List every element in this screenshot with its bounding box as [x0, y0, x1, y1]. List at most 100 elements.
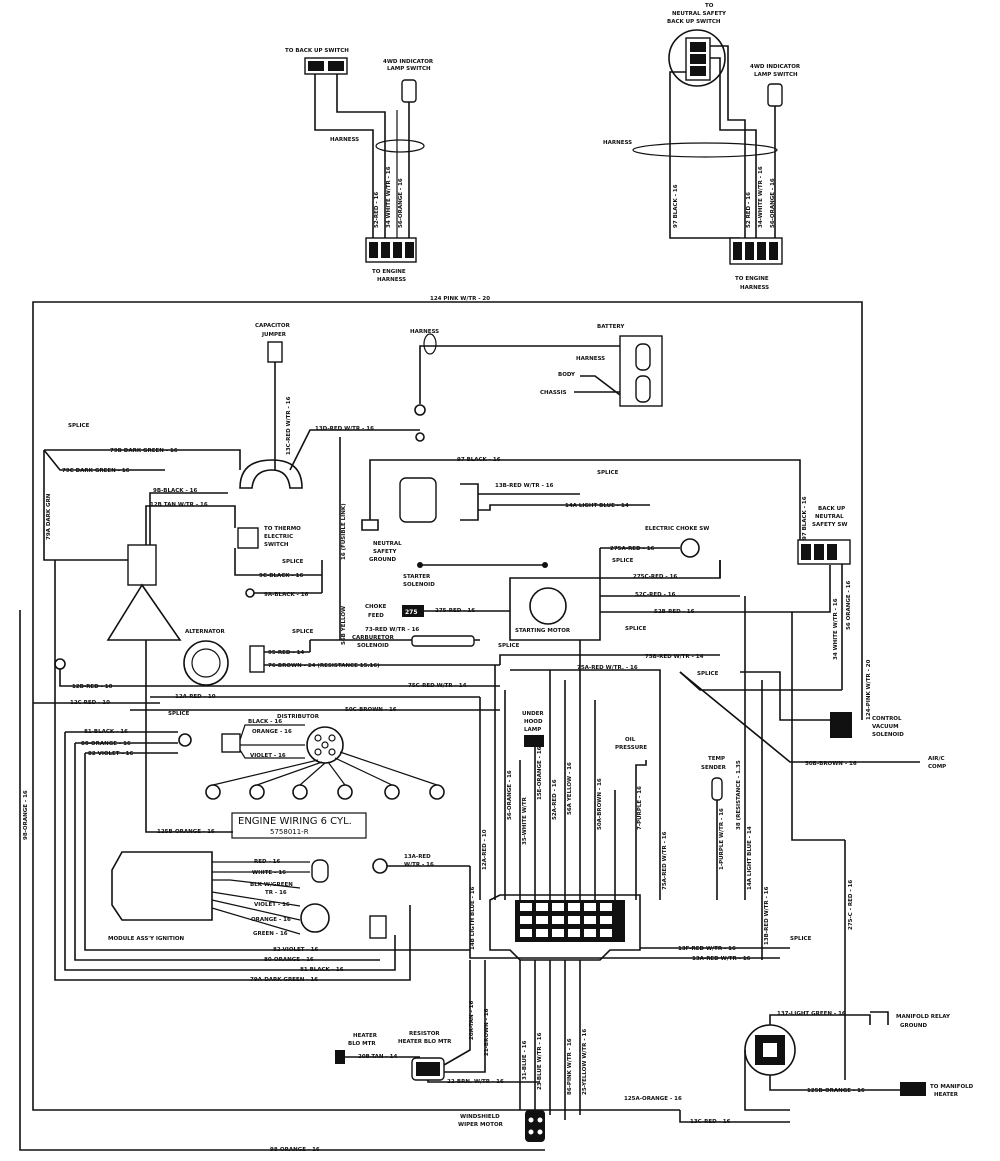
lamp-switch-label-1: 4WD INDICATOR: [383, 59, 434, 65]
terminal: [292, 784, 308, 800]
distributor-connector: [221, 733, 241, 753]
starter-label-2: SOLENOID: [403, 582, 435, 588]
bulkhead-pin: [568, 903, 580, 911]
title-box: [231, 812, 367, 839]
harness-connector-left: [127, 544, 157, 586]
wire-12b2-label: 12B-RED - 10: [72, 684, 113, 690]
v-14a-label: 14A LIGHT BLUE - 14: [747, 826, 753, 890]
v-resist-label: 38 (RESISTANCE - 1.35: [736, 760, 742, 830]
capacitor-label-2: JUMPER: [261, 332, 287, 338]
wire-13a3-label: 13A-RED W/TR - 16: [692, 956, 751, 962]
wire-56b-label: 56B YELLOW: [341, 606, 347, 645]
wire-52b: [600, 565, 831, 613]
v-56-label: 56-ORANGE - 16: [507, 770, 513, 820]
wire-9c-label: 9C-BLACK - 16: [259, 573, 303, 579]
oil-label-1: OIL: [625, 737, 636, 743]
lamp-switch: [401, 79, 417, 103]
wire-34-label: 34 WHITE W/TR - 16: [386, 166, 392, 228]
inset-left: TO BACK UP SWITCH 4WD INDICATOR LAMP SWI…: [285, 48, 434, 283]
wire-98-label: 98-ORANGE - 16: [23, 790, 29, 840]
oil-sender: [635, 760, 647, 790]
mod-white-label: WHITE - 16: [252, 870, 286, 876]
manifold-label-1: MANIFOLD RELAY: [896, 1014, 951, 1020]
to-neutral-label-1: TO: [705, 3, 714, 9]
wire-12a-label: 12A-RED - 10: [175, 694, 216, 700]
temp-sender: [711, 777, 723, 801]
choke-feed-connector: [402, 605, 424, 617]
wire-segment: [211, 861, 310, 935]
thermo-label-3: SWITCH: [264, 542, 289, 548]
wire-81b-label: 81 BLACK - 16: [300, 967, 344, 973]
wire-50b-label: 50B-BROWN - 16: [805, 761, 857, 767]
manifold-label-2: GROUND: [900, 1023, 927, 1029]
terminal: [537, 1117, 543, 1123]
splice-4-label: SPLICE: [612, 558, 634, 564]
part-number: 5758011-R: [270, 828, 309, 836]
pin-34: [328, 61, 344, 71]
coil-terminal: [178, 733, 192, 747]
wire-segment: [59, 669, 150, 687]
inset-right: TO NEUTRAL SAFETY BACK UP SWITCH 4WD IND…: [603, 3, 801, 291]
wire-97: [369, 459, 801, 540]
v-86-label: 86-PINK W/TR - 16: [567, 1038, 573, 1095]
wire-segment: [719, 560, 845, 841]
wire-9a-label: 9A-BLACK - 16: [264, 592, 309, 598]
resistor-label-2: HEATER BLO MTR: [398, 1039, 452, 1045]
chassis-label: CHASSIS: [540, 390, 567, 396]
heater-label-2: BLO MTR: [348, 1041, 376, 1047]
alternator-label: ALTERNATOR: [185, 629, 225, 635]
underhood-lamp: [524, 735, 544, 747]
wire-segment: [309, 639, 340, 652]
wire-275c-label: 275C-RED - 16: [633, 574, 677, 580]
control-label-1: CONTROL: [872, 716, 902, 722]
conn-pin: [416, 1062, 440, 1076]
wire-13c2: [679, 1110, 790, 1123]
terminal: [528, 1117, 534, 1123]
temp-label-1: TEMP: [708, 756, 725, 762]
wire-34-r: [710, 57, 757, 238]
v-1-label: 1-PURPLE W/TR - 16: [719, 808, 725, 870]
wire-79a: [43, 450, 128, 561]
splice-5-label: SPLICE: [625, 626, 647, 632]
neutral-label-2: SAFETY: [373, 549, 397, 555]
wire-13a3: [469, 866, 780, 959]
wire-52: [314, 74, 374, 238]
starting-motor-label: STARTING MOTOR: [515, 628, 571, 634]
wire-124-label: 124 PINK W/TR - 20: [430, 296, 490, 302]
capacitor-label-1: CAPACITOR: [255, 323, 291, 329]
engine-harness-r-label-1: TO ENGINE: [735, 276, 769, 282]
to-neutral-label-3: BACK UP SWITCH: [667, 19, 721, 25]
to-manifold-label-1: TO MANIFOLD: [930, 1084, 974, 1090]
control-label-3: SOLENOID: [872, 732, 904, 738]
terminal: [429, 784, 445, 800]
neutral-label-3: GROUND: [369, 557, 396, 563]
main-wiring: 124 PINK W/TR - 20 124-PINK W/TR - 20 CA…: [19, 296, 974, 1153]
wiper-label-1: WINDSHIELD: [460, 1114, 500, 1120]
wire-50b: [679, 671, 920, 763]
wire-98c-label: 98-ORANGE - 16: [270, 1147, 320, 1153]
wire-56-r-label: 56-ORANGE - 16: [770, 178, 776, 228]
bulkhead-pin: [520, 929, 532, 937]
wire-52c-label: 52C-RED - 16: [635, 592, 676, 598]
wire-81b: [64, 732, 396, 971]
v-35-label: 35-WHITE W/TR: [522, 796, 528, 845]
control-label-2: VACUUM: [872, 724, 899, 730]
wire-82-label: 82 VIOLET - 16: [88, 751, 133, 757]
wire-segment: [444, 960, 486, 1073]
wire-segment: [19, 610, 60, 1151]
terminal: [337, 784, 353, 800]
splice-9-label: SPLICE: [168, 711, 190, 717]
engine-harness-label-1: TO ENGINE: [372, 269, 406, 275]
battery-cell: [635, 375, 651, 403]
wire-75b: [499, 654, 720, 665]
terminal: [415, 432, 425, 442]
carburetor-solenoid: [411, 635, 475, 647]
terminal: [528, 1129, 534, 1135]
conn-pin: [827, 544, 837, 560]
wire-75a: [510, 669, 661, 720]
to-manifold-label-2: HEATER: [934, 1092, 959, 1098]
battery-label: BATTERY: [597, 324, 625, 330]
harness-main-ellipse: [423, 333, 437, 355]
wire-79c: [43, 449, 165, 471]
wire-segment: [744, 1050, 790, 1111]
